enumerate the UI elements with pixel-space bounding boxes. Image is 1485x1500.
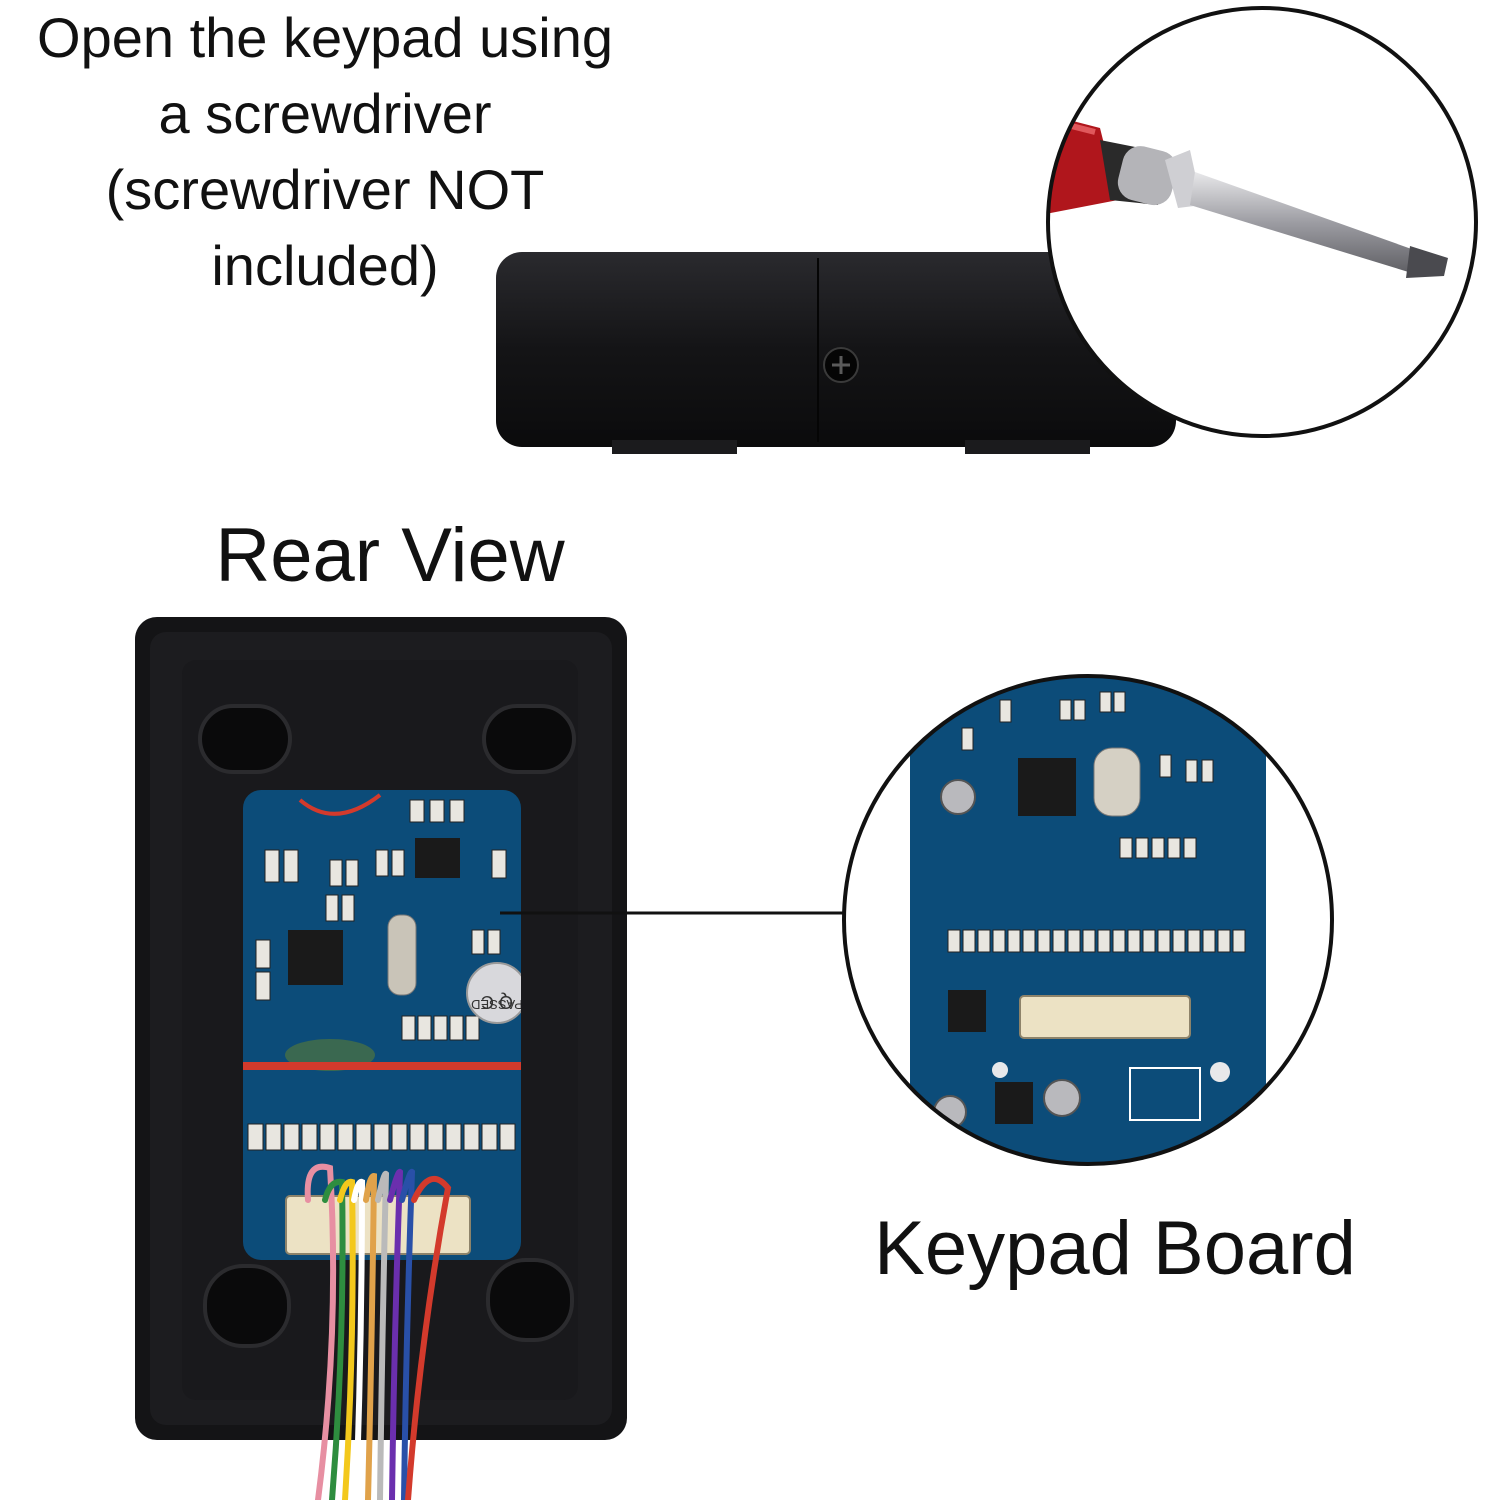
instruction-caption: Open the keypad using a screwdriver (scr… <box>37 6 613 297</box>
keypad-board-inset <box>842 674 1334 1166</box>
keypad-rear-view: PASSED Q C <box>135 617 627 1500</box>
qc-stamp-letters: Q C <box>481 992 513 1012</box>
qc-stamp-text: PASSED <box>471 997 523 1012</box>
keypad-side-view <box>496 252 1176 454</box>
keypad-board-label: Keypad Board <box>874 1206 1356 1291</box>
pcb-window: PASSED Q C <box>243 790 523 1260</box>
rear-view-label: Rear View <box>215 513 565 598</box>
wire-bundle <box>304 1163 452 1500</box>
screw-icon <box>823 347 859 383</box>
mounting-hole-icon <box>198 704 576 1348</box>
